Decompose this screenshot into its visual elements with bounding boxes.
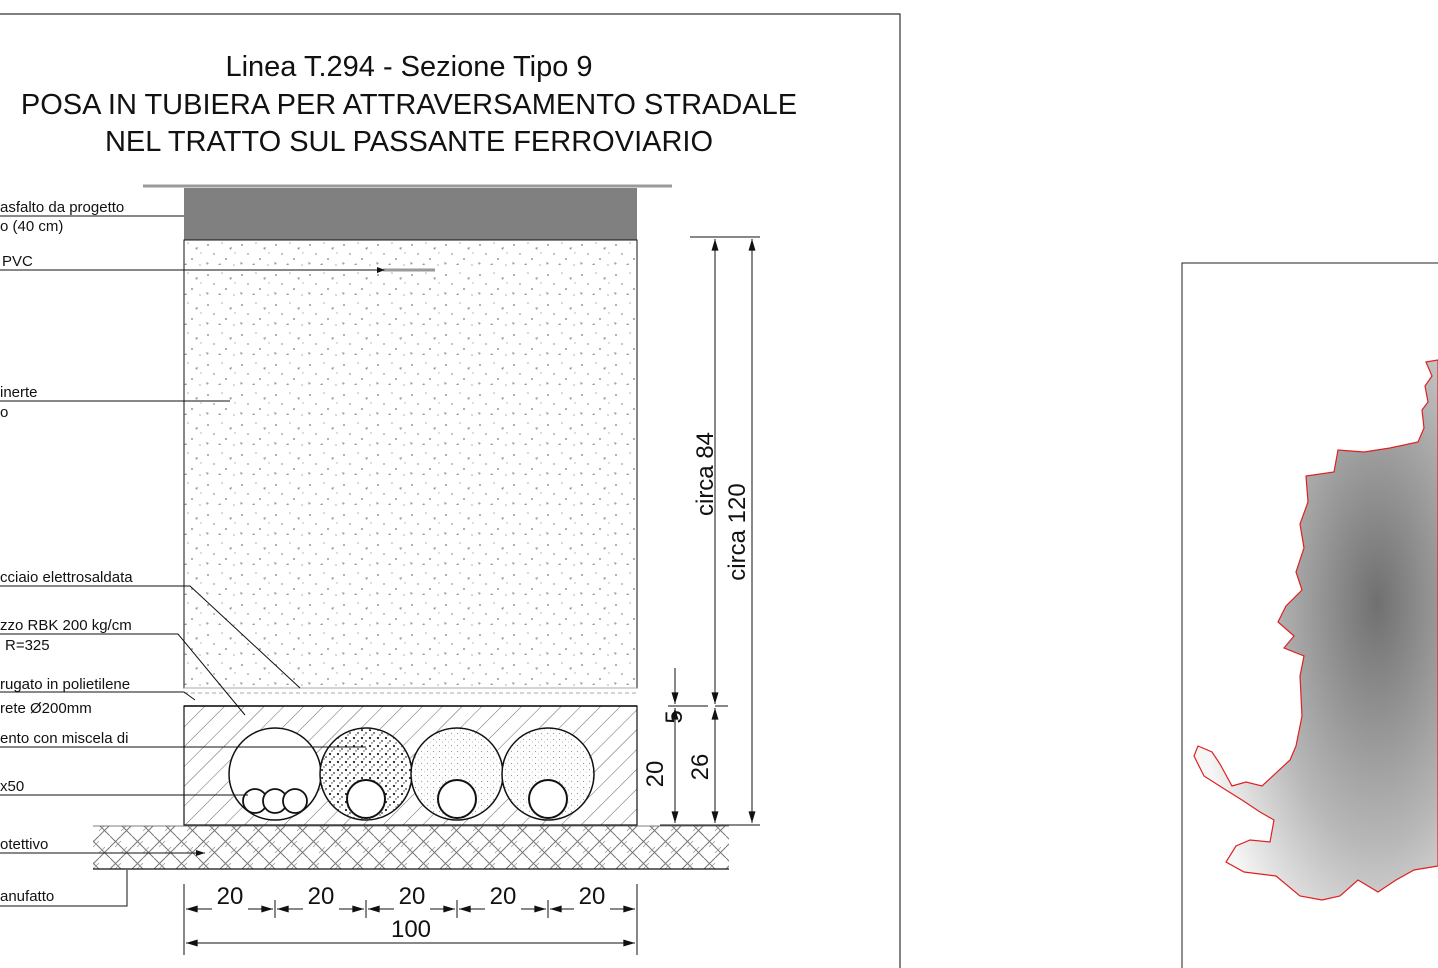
label-protettivo: otettivo — [0, 836, 48, 853]
map-frame — [1181, 262, 1438, 968]
title-line-3: NEL TRATTO SUL PASSANTE FERROVIARIO — [105, 126, 713, 158]
vertical-dimensions — [660, 236, 760, 826]
inert-fill-layer — [183, 239, 638, 689]
label-rete-acciaio: cciaio elettrosaldata — [0, 569, 133, 586]
label-inerte: inerte — [0, 384, 38, 401]
protective-layer — [93, 826, 729, 869]
map-area-boundary — [1193, 359, 1438, 901]
asphalt-layer — [184, 188, 637, 240]
dim-gap-4 — [485, 896, 521, 922]
label-asfalto: asfalto da progetto — [0, 199, 124, 216]
label-r325: R=325 — [5, 637, 50, 654]
dim-20-vertical: 20 — [642, 761, 669, 788]
dim-26: 26 — [687, 754, 714, 781]
pipe-1 — [228, 727, 322, 821]
dim-bottom-5: 20 — [579, 883, 606, 910]
title-line-1: Linea T.294 - Sezione Tipo 9 — [225, 51, 592, 83]
pipe-3 — [410, 727, 504, 821]
dim-bottom-4: 20 — [490, 883, 517, 910]
dim-gap-3 — [394, 896, 430, 922]
label-doppia-parete: rete Ø200mm — [0, 700, 92, 717]
dim-bottom-3: 20 — [399, 883, 426, 910]
protective-arrow — [196, 850, 205, 856]
title-line-2: POSA IN TUBIERA PER ATTRAVERSAMENTO STRA… — [21, 89, 797, 121]
dim-gap-5 — [574, 896, 610, 922]
label-pvc: PVC — [2, 253, 33, 270]
label-riempimento: ento con miscela di — [0, 730, 128, 747]
dim-circa-84: circa 84 — [692, 432, 719, 516]
label-o: o — [0, 404, 8, 421]
dim-gap-2 — [303, 896, 339, 922]
pipe-4 — [501, 727, 595, 821]
pvc-arrow — [377, 267, 385, 273]
label-cls-rbk: zzo RBK 200 kg/cm — [0, 617, 132, 634]
label-corrugato: rugato in polietilene — [0, 676, 130, 693]
pipe-2 — [319, 727, 413, 821]
dim-5: 5 — [661, 710, 688, 723]
label-40cm: o (40 cm) — [0, 218, 63, 235]
label-manufatto: anufatto — [0, 888, 54, 905]
label-x50: x50 — [0, 778, 24, 795]
dim-bottom-1: 20 — [217, 883, 244, 910]
location-map — [1181, 262, 1438, 968]
leaders — [0, 215, 378, 907]
sheet-border — [0, 13, 901, 968]
dim-bottom-2: 20 — [308, 883, 335, 910]
dim-gap-1 — [212, 896, 248, 922]
dim-total-100: 100 — [391, 916, 431, 943]
dim-circa-120: circa 120 — [724, 483, 751, 580]
